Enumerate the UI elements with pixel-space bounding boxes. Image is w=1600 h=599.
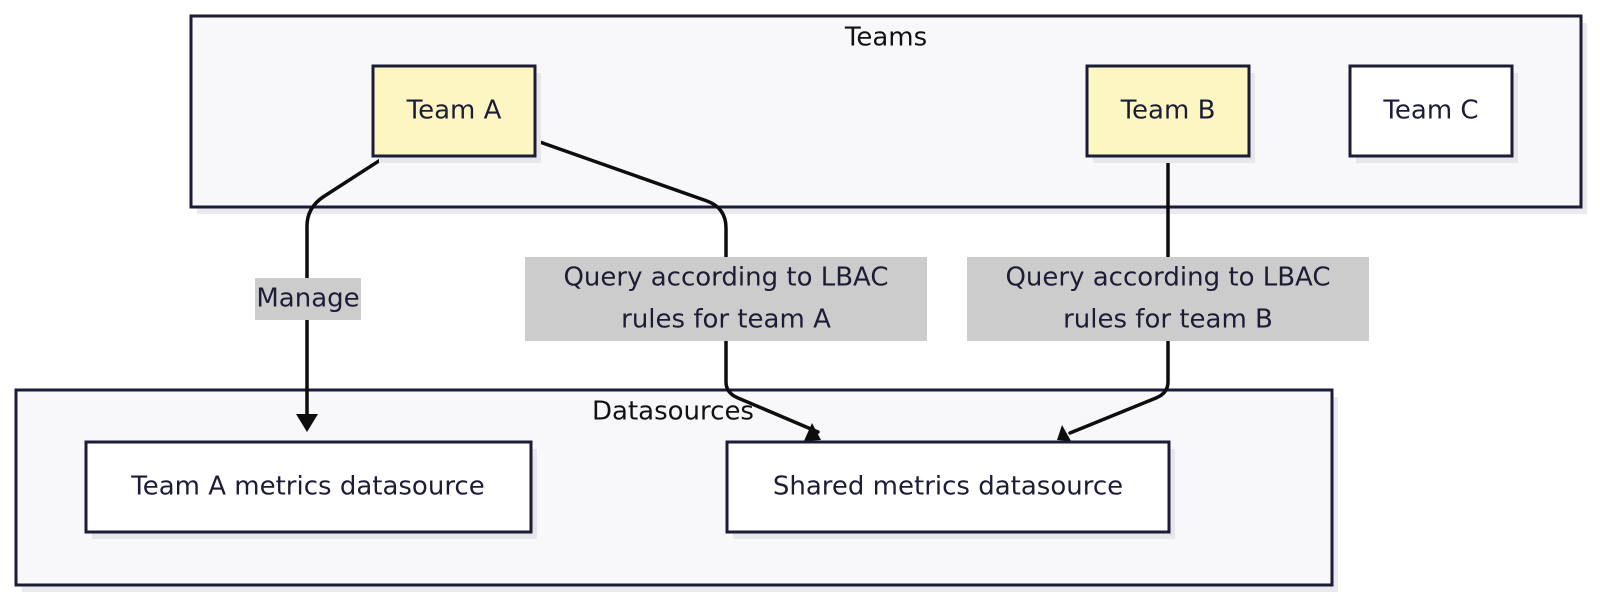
edge-label-query-team-b-bg (967, 257, 1369, 341)
node-team-b[interactable]: Team B (1085, 64, 1255, 163)
edge-label-manage-bg (255, 278, 361, 320)
node-team-b-box[interactable] (1085, 64, 1251, 158)
edge-manage (305, 155, 387, 420)
edge-label-query-team-b-line2: rules for team B (1063, 305, 1273, 335)
node-team-a-metrics-datasource[interactable]: Team A metrics datasource (84, 440, 537, 539)
edge-label-query-team-b: Query according to LBAC rules for team B (967, 257, 1369, 341)
edge-label-query-team-a-line2: rules for team A (621, 305, 831, 335)
node-team-c-label: Team C (1382, 96, 1478, 126)
arrowhead-query-team-b (1057, 425, 1071, 441)
node-team-a-box[interactable] (371, 64, 537, 158)
edge-label-manage: Manage (255, 278, 361, 320)
node-team-a-metrics-datasource-box[interactable] (84, 440, 533, 534)
edge-label-manage-text: Manage (256, 284, 359, 314)
node-team-b-label: Team B (1120, 96, 1216, 126)
edge-label-query-team-a-line1: Query according to LBAC (563, 263, 888, 293)
edge-label-query-team-b-line1: Query according to LBAC (1005, 263, 1330, 293)
node-shared-metrics-datasource-box[interactable] (725, 440, 1171, 534)
node-team-a-label: Team A (406, 96, 502, 126)
arrowhead-query-team-a (804, 423, 821, 441)
node-shared-metrics-datasource[interactable]: Shared metrics datasource (725, 440, 1175, 539)
edge-label-query-team-a: Query according to LBAC rules for team A (525, 257, 927, 341)
arrowhead-manage (296, 414, 318, 432)
node-team-a[interactable]: Team A (371, 64, 541, 163)
node-team-c-box[interactable] (1348, 64, 1514, 158)
node-team-a-metrics-datasource-label: Team A metrics datasource (130, 472, 484, 502)
node-team-c[interactable]: Team C (1348, 64, 1518, 163)
edge-label-query-team-a-bg (525, 257, 927, 341)
datasources-group-title: Datasources (592, 397, 754, 427)
node-shared-metrics-datasource-label: Shared metrics datasource (773, 472, 1123, 502)
edge-query-team-b (1068, 155, 1170, 435)
teams-group-title: Teams (844, 23, 927, 53)
